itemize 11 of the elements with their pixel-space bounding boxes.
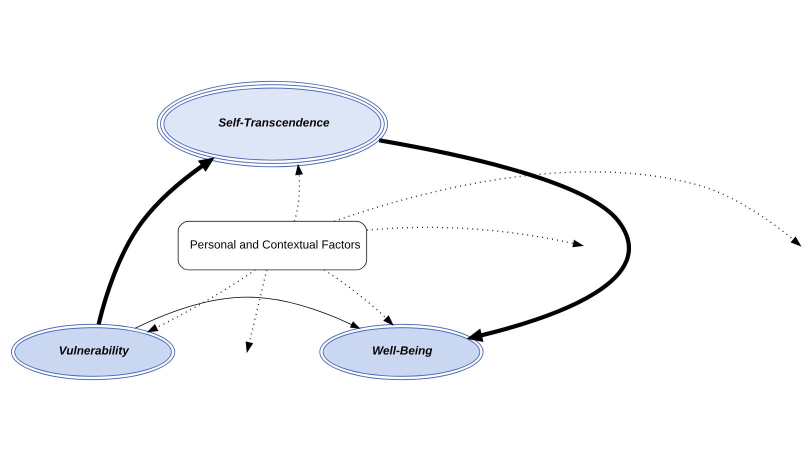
node-box: Personal and Contextual Factors — [178, 220, 368, 270]
arrow — [366, 226, 584, 248]
arrow — [334, 171, 802, 247]
arrow — [294, 164, 303, 222]
arrow — [246, 270, 268, 354]
arrow — [146, 269, 256, 332]
node-ellipse: Self-Transcendence — [156, 80, 388, 168]
arrow — [96, 157, 215, 325]
arrow — [378, 138, 631, 342]
arrow — [134, 296, 360, 329]
arrow — [324, 269, 394, 326]
